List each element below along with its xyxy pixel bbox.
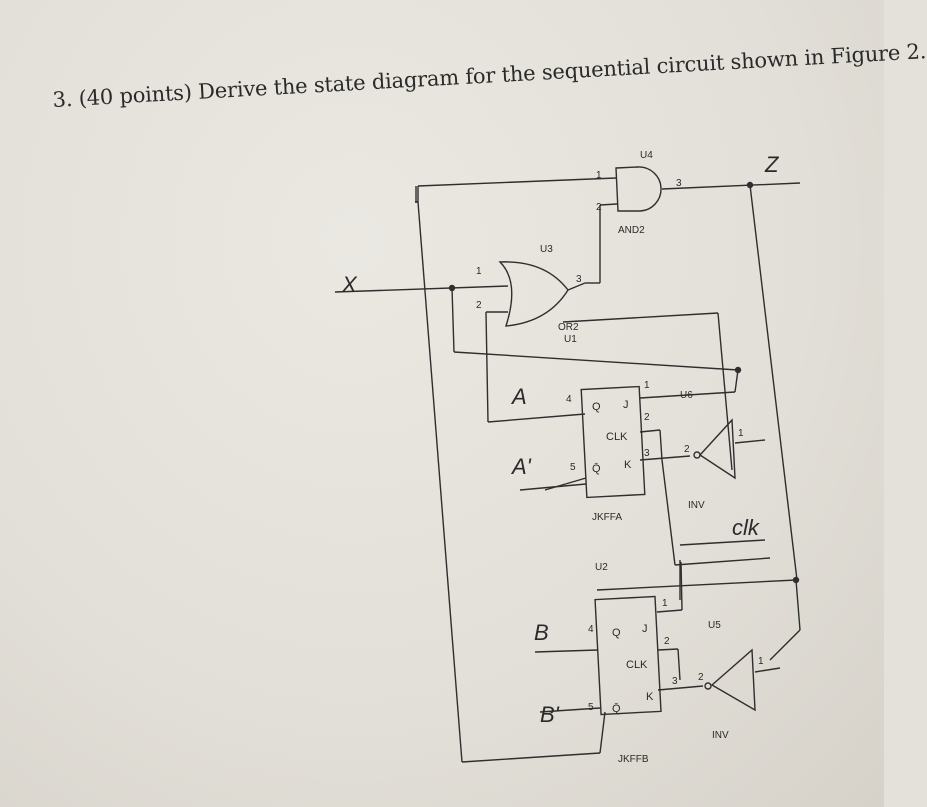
state-a-bar-label: A' <box>510 454 532 479</box>
ffa-clk-label: CLK <box>606 431 628 443</box>
pin-label: 4 <box>588 624 594 635</box>
state-b-label: B <box>534 620 549 645</box>
pin-label: 2 <box>664 636 670 647</box>
clock-label: clk <box>732 515 760 540</box>
pin-label: 1 <box>644 380 650 391</box>
output-z-label: Z <box>764 152 780 177</box>
input-x-label: X <box>341 272 358 297</box>
or-gate-u3 <box>498 261 569 327</box>
pin-label: 3 <box>644 448 650 459</box>
or-ref-label: U3 <box>540 244 553 255</box>
or-type-label: OR2 <box>558 322 579 333</box>
pin-label: 4 <box>566 394 572 405</box>
pin-label: 2 <box>596 202 602 213</box>
pin-label: 3 <box>576 274 582 285</box>
pin-label: 3 <box>672 676 678 687</box>
inverter-u6 <box>698 418 736 480</box>
pin-label: 1 <box>758 656 764 667</box>
inv-b-type-label: INV <box>712 730 729 741</box>
inverter-u5 <box>710 648 756 712</box>
pin-label: 5 <box>570 462 576 473</box>
inv-b-ref-label: U5 <box>708 620 721 631</box>
ffa-q-label: Q <box>592 401 601 413</box>
jk-flipflop-b <box>594 595 662 716</box>
pin-label: 2 <box>698 672 704 683</box>
ffb-k-label: K <box>646 691 654 703</box>
inv-a-ref-label: U6 <box>680 390 693 401</box>
pin-label: 1 <box>738 428 744 439</box>
inv-a-type-label: INV <box>688 500 705 511</box>
ffb-clk-label: CLK <box>626 659 648 671</box>
ffa-type-label: JKFFA <box>592 512 622 523</box>
or-sub-label: U1 <box>564 334 577 345</box>
pin-label: 5 <box>588 702 594 713</box>
ffb-qbar-label: Q̄ <box>612 702 621 715</box>
ffb-j-label: J <box>642 623 648 635</box>
ffa-j-label: J <box>623 399 629 411</box>
pin-label: 2 <box>476 300 482 311</box>
pin-label: 1 <box>596 170 602 181</box>
pin-label: 1 <box>476 266 482 277</box>
state-a-label: A <box>510 384 527 409</box>
pin-label: 2 <box>684 444 690 455</box>
ffa-ref-label: U2 <box>595 562 608 573</box>
pin-label: 1 <box>662 598 668 609</box>
ffb-q-label: Q <box>612 627 621 639</box>
pin-label: 2 <box>644 412 650 423</box>
circuit-diagram: U4 AND2 U3 OR2 U1 U6 INV U5 INV JKFFA U2… <box>334 150 801 765</box>
ffa-qbar-label: Q̄ <box>592 462 601 475</box>
and-type-label: AND2 <box>618 225 645 236</box>
pin-label: 3 <box>676 178 682 189</box>
ffa-k-label: K <box>624 459 632 471</box>
state-b-bar-label: B' <box>540 702 560 727</box>
jk-flipflop-a <box>580 385 646 499</box>
and-gate-u4 <box>615 166 662 212</box>
ffb-type-label: JKFFB <box>618 754 649 765</box>
and-ref-label: U4 <box>640 150 653 161</box>
